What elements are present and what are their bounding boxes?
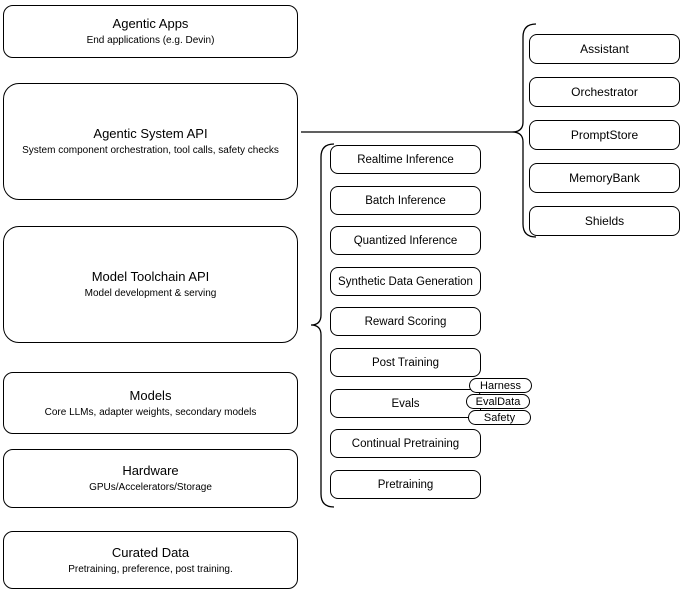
toolchain-group-bracket: [310, 143, 335, 508]
box-quantized-inference: Quantized Inference: [330, 226, 481, 255]
box-models: Models Core LLMs, adapter weights, secon…: [3, 372, 298, 434]
system-group-bracket: [511, 23, 537, 238]
box-hardware-subtitle: GPUs/Accelerators/Storage: [89, 482, 212, 493]
box-realtime-inference: Realtime Inference: [330, 145, 481, 174]
box-evals: Evals: [330, 389, 481, 418]
box-continual-pretraining: Continual Pretraining: [330, 429, 481, 458]
box-orchestrator: Orchestrator: [529, 77, 680, 107]
box-agentic-system-api: Agentic System API System component orch…: [3, 83, 298, 200]
pill-harness: Harness: [469, 378, 532, 393]
box-agentic-apps-subtitle: End applications (e.g. Devin): [86, 35, 215, 46]
box-agentic-apps: Agentic Apps End applications (e.g. Devi…: [3, 5, 298, 58]
box-model-toolchain-api: Model Toolchain API Model development & …: [3, 226, 298, 343]
box-models-subtitle: Core LLMs, adapter weights, secondary mo…: [44, 406, 257, 418]
pill-evaldata: EvalData: [466, 394, 530, 409]
box-reward-scoring: Reward Scoring: [330, 307, 481, 336]
box-agentic-system-api-subtitle: System component orchestration, tool cal…: [22, 145, 279, 156]
box-pretraining: Pretraining: [330, 470, 481, 499]
box-model-toolchain-api-subtitle: Model development & serving: [84, 288, 217, 299]
box-model-toolchain-api-title: Model Toolchain API: [91, 269, 210, 284]
box-hardware-title: Hardware: [122, 463, 179, 478]
box-shields: Shields: [529, 206, 680, 236]
box-post-training: Post Training: [330, 348, 481, 377]
box-synthetic-data-generation: Synthetic Data Generation: [330, 267, 481, 296]
box-curated-data-subtitle: Pretraining, preference, post training.: [68, 563, 233, 575]
box-agentic-system-api-title: Agentic System API: [93, 126, 208, 141]
pill-safety: Safety: [468, 410, 531, 425]
box-curated-data: Curated Data Pretraining, preference, po…: [3, 531, 298, 589]
box-assistant: Assistant: [529, 34, 680, 64]
box-models-title: Models: [129, 387, 172, 403]
box-memorybank: MemoryBank: [529, 163, 680, 193]
box-hardware: Hardware GPUs/Accelerators/Storage: [3, 449, 298, 508]
box-promptstore: PromptStore: [529, 120, 680, 150]
box-curated-data-title: Curated Data: [111, 544, 190, 560]
box-batch-inference: Batch Inference: [330, 186, 481, 215]
box-agentic-apps-title: Agentic Apps: [112, 16, 189, 31]
